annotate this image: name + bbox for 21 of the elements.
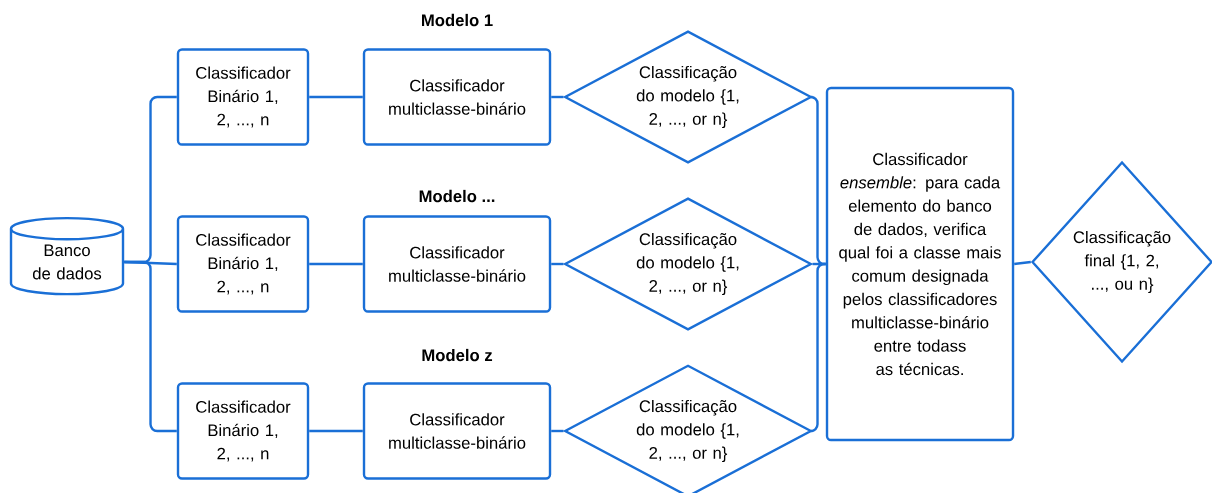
- model-heading: Modelo ...: [419, 189, 495, 203]
- process-box: Classificador Binário 1, 2, ..., n: [176, 382, 310, 480]
- connector-line: [551, 95, 564, 99]
- process-box: Classificador multiclasse-binário: [362, 48, 552, 146]
- database-cylinder: Banco de dados: [9, 216, 125, 296]
- connector-line: [551, 429, 564, 433]
- process-box: Classificador multiclasse-binário: [362, 382, 552, 480]
- process-box: Classificador Binário 1, 2, ..., n: [176, 48, 310, 146]
- model-heading: Modelo 1: [422, 13, 493, 27]
- connector-line: [809, 95, 826, 266]
- connector-line: [124, 260, 177, 433]
- process-box: Classificador Binário 1, 2, ..., n: [176, 215, 310, 313]
- connector-line: [309, 95, 363, 99]
- process-box: Classificador multiclasse-binário: [362, 215, 552, 313]
- connector-line: [809, 262, 826, 433]
- process-box: Classificador ensemble: para cada elemento do banco de dados, verifica qual foi a classe mais comum designada pelos classificadores multiclasse-binário entre todass as técnicas.: [825, 86, 1015, 442]
- connector-line: [309, 429, 363, 433]
- model-heading: Modelo z: [422, 348, 493, 362]
- connector-line: [309, 262, 363, 266]
- connector-line: [551, 262, 564, 266]
- connector-line: [1014, 260, 1031, 266]
